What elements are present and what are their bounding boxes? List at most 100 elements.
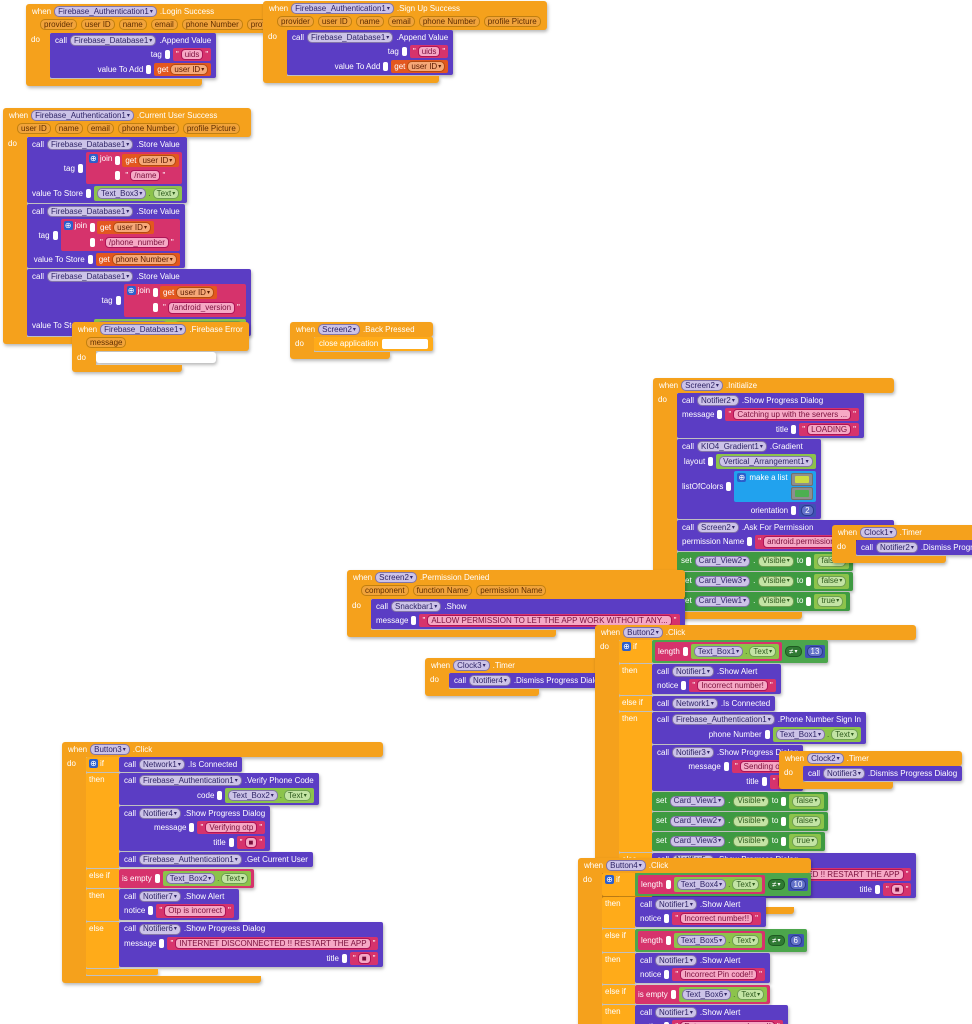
component-dropdown[interactable]: Text_Box5▾ xyxy=(676,935,727,947)
text-string-input[interactable]: Incorrect number!! xyxy=(680,913,754,925)
event-param[interactable]: name xyxy=(54,123,83,134)
event-param[interactable]: profile Picture xyxy=(182,123,240,134)
text-string-input[interactable]: ■ xyxy=(357,952,371,964)
text-string-block[interactable]: "/android_version" xyxy=(160,301,243,315)
event-param[interactable]: email xyxy=(86,123,114,134)
component-getter-block[interactable]: Text_Box2▾.Text▾ xyxy=(162,871,252,887)
text-string-block[interactable]: "/phone_number" xyxy=(97,236,177,250)
logic-boolean-block[interactable]: true▾ xyxy=(789,833,822,849)
component-dropdown[interactable]: Notifier7▾ xyxy=(139,891,181,903)
component-dropdown[interactable]: Notifier1▾ xyxy=(672,666,714,677)
variable-dropdown[interactable]: user ID▾ xyxy=(113,222,151,234)
number-block[interactable]: 6 xyxy=(787,934,804,948)
text-string-block[interactable]: "LOADING" xyxy=(799,423,859,437)
component-dropdown[interactable]: Text_Box6▾ xyxy=(681,989,732,1001)
text-string-input[interactable]: Catching up with the servers ... xyxy=(733,409,852,421)
text-string-block[interactable]: "Catching up with the servers ..." xyxy=(725,408,859,422)
property-dropdown[interactable]: Visible▾ xyxy=(758,595,794,607)
component-dropdown[interactable]: Text_Box2▾ xyxy=(228,790,278,801)
component-dropdown[interactable]: Text_Box4▾ xyxy=(676,879,727,890)
text-string-input[interactable]: /name xyxy=(130,170,161,182)
component-dropdown[interactable]: Text_Box3▾ xyxy=(97,188,147,200)
text-string-block[interactable]: "■" xyxy=(882,882,912,896)
color-block[interactable] xyxy=(790,473,813,487)
component-dropdown[interactable]: Firebase_Authentication1▾ xyxy=(31,110,134,121)
component-getter-block[interactable]: Text_Box2▾.Text▾ xyxy=(225,788,314,803)
text-string-input[interactable]: Otp is incorrect xyxy=(164,905,226,917)
component-dropdown[interactable]: Notifier1▾ xyxy=(655,899,697,910)
text-string-input[interactable]: /android_version xyxy=(167,302,236,314)
event-param[interactable]: email xyxy=(150,19,178,30)
number-input[interactable]: 2 xyxy=(801,505,814,517)
component-getter-block[interactable]: Text_Box6▾.Text▾ xyxy=(678,987,768,1003)
component-dropdown[interactable]: Card_View3▾ xyxy=(669,835,726,847)
component-dropdown[interactable]: Firebase_Database1▾ xyxy=(70,35,157,46)
mutator-gear-icon[interactable]: ⊕ xyxy=(63,220,73,231)
component-dropdown[interactable]: Firebase_Database1▾ xyxy=(47,206,134,218)
event-param[interactable]: phone Number xyxy=(117,123,179,134)
number-input[interactable]: 13 xyxy=(806,646,824,657)
boolean-dropdown[interactable]: true▾ xyxy=(792,835,819,847)
component-dropdown[interactable]: Notifier2▾ xyxy=(697,395,739,406)
component-dropdown[interactable]: Text_Box2▾ xyxy=(165,873,216,885)
text-string-input[interactable]: ■ xyxy=(244,837,258,849)
component-dropdown[interactable]: Firebase_Authentication1▾ xyxy=(291,3,394,14)
component-dropdown[interactable]: Notifier6▾ xyxy=(139,923,181,935)
text-string-block[interactable]: "Incorrect number!!" xyxy=(672,912,761,926)
text-string-block[interactable]: "INTERNET DISCONNECTED !! RESTART THE AP… xyxy=(167,936,379,950)
property-dropdown[interactable]: Text▾ xyxy=(732,879,760,890)
property-dropdown[interactable]: Visible▾ xyxy=(733,795,769,807)
text-string-block[interactable]: "Otp is incorrect" xyxy=(156,904,234,918)
property-dropdown[interactable]: Text▾ xyxy=(749,646,777,657)
variable-dropdown[interactable]: phone Number▾ xyxy=(111,254,177,266)
component-dropdown[interactable]: Firebase_Authentication1▾ xyxy=(139,854,242,866)
component-getter-block[interactable]: Text_Box5▾.Text▾ xyxy=(673,933,763,949)
event-param[interactable]: name xyxy=(355,16,384,27)
component-dropdown[interactable]: Firebase_Database1▾ xyxy=(100,324,187,335)
component-dropdown[interactable]: Clock2▾ xyxy=(807,753,844,764)
property-dropdown[interactable]: Text▾ xyxy=(831,729,858,741)
property-dropdown[interactable]: Visible▾ xyxy=(733,815,769,827)
component-dropdown[interactable]: Network1▾ xyxy=(672,698,718,710)
property-dropdown[interactable]: Visible▾ xyxy=(733,835,769,847)
mutator-gear-icon[interactable]: ⊕ xyxy=(89,758,98,768)
component-dropdown[interactable]: Notifier3▾ xyxy=(823,768,865,779)
boolean-dropdown[interactable]: true▾ xyxy=(817,595,844,607)
make-a-list-block[interactable]: ⊕make a list xyxy=(734,471,816,503)
component-dropdown[interactable]: Firebase_Authentication1▾ xyxy=(139,775,242,786)
event-param[interactable]: phone Number xyxy=(181,19,243,30)
